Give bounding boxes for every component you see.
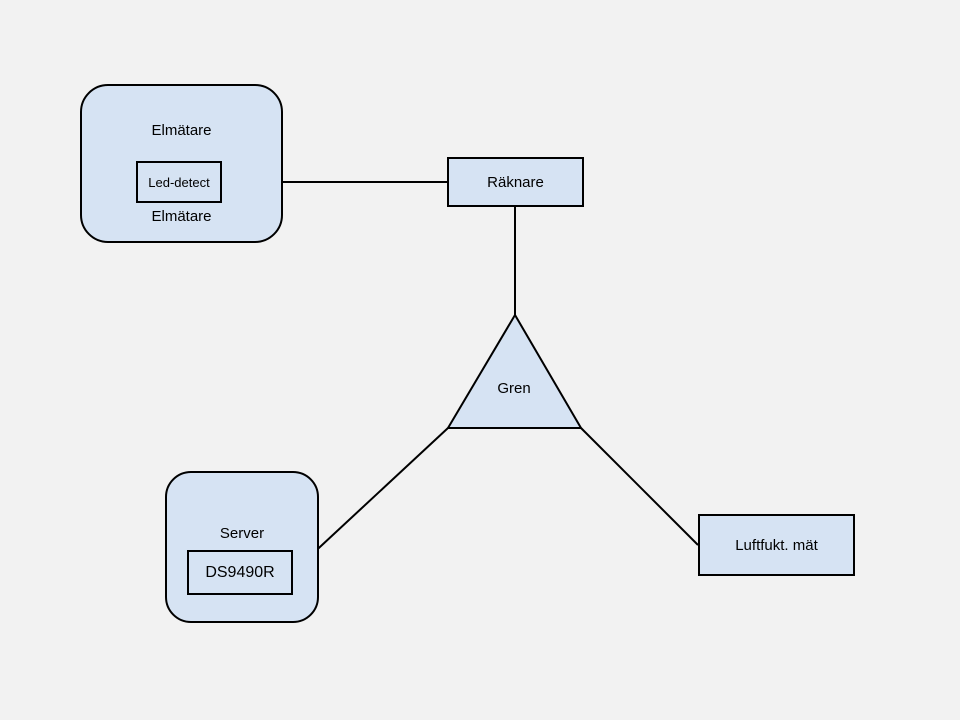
node-raknare-label: Räknare bbox=[487, 173, 544, 191]
node-raknare: Räknare bbox=[447, 157, 584, 207]
node-server-title: Server bbox=[219, 525, 265, 542]
node-led-detect: Led-detect bbox=[136, 161, 222, 203]
node-elmatare-title: Elmätare bbox=[151, 122, 212, 139]
node-luftfukt-label: Luftfukt. mät bbox=[735, 536, 818, 554]
node-ds9490r: DS9490R bbox=[187, 550, 293, 595]
node-luftfukt: Luftfukt. mät bbox=[698, 514, 855, 576]
node-server bbox=[165, 471, 319, 623]
node-elmatare-label: Elmätare bbox=[151, 208, 212, 225]
node-led-detect-label: Led-detect bbox=[148, 174, 210, 190]
node-gren-label: Gren bbox=[497, 380, 531, 397]
node-ds9490r-label: DS9490R bbox=[205, 563, 275, 581]
node-elmatare: Elmätare bbox=[80, 84, 283, 243]
edge-gren-luftfukt bbox=[580, 427, 699, 546]
gren-triangle-shape bbox=[446, 313, 583, 429]
